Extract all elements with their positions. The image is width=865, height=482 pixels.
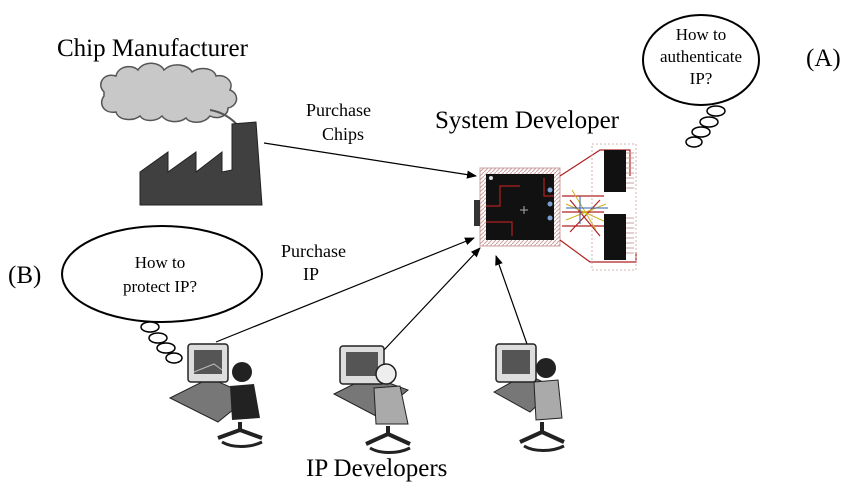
developer-at-computer-icon: [492, 343, 565, 452]
purchase-ip-label-line1: Purchase: [281, 241, 346, 261]
developer-at-computer-icon: [168, 343, 263, 448]
ip-developer-arrow-3: [495, 255, 528, 345]
developer-at-computer-icon: [332, 345, 411, 454]
bubble-a-line2: authenticate: [660, 47, 742, 66]
purchase-ip-arrow: [215, 237, 475, 343]
bubble-a-line1: How to: [676, 25, 727, 44]
purchase-ip-label-line2: IP: [303, 264, 319, 284]
marker-a: (A): [806, 45, 841, 72]
bubble-b-line2: protect IP?: [123, 277, 197, 296]
thought-bubble-icon: [642, 14, 760, 148]
factory-icon: [100, 62, 263, 206]
system-developer-label: System Developer: [435, 107, 620, 134]
chip-board-icon: [474, 143, 637, 271]
marker-b: (B): [8, 262, 41, 289]
chip-manufacturer-label: Chip Manufacturer: [57, 35, 249, 62]
ip-developers-label: IP Developers: [306, 455, 447, 482]
thought-bubble-icon: [61, 225, 263, 364]
ip-developer-arrow-2: [383, 247, 481, 351]
bubble-a-line3: IP?: [690, 69, 713, 88]
purchase-chips-label-line1: Purchase: [306, 100, 371, 120]
bubble-b-line1: How to: [135, 253, 186, 272]
purchase-chips-arrow: [263, 142, 477, 179]
purchase-chips-label-line2: Chips: [322, 124, 364, 144]
